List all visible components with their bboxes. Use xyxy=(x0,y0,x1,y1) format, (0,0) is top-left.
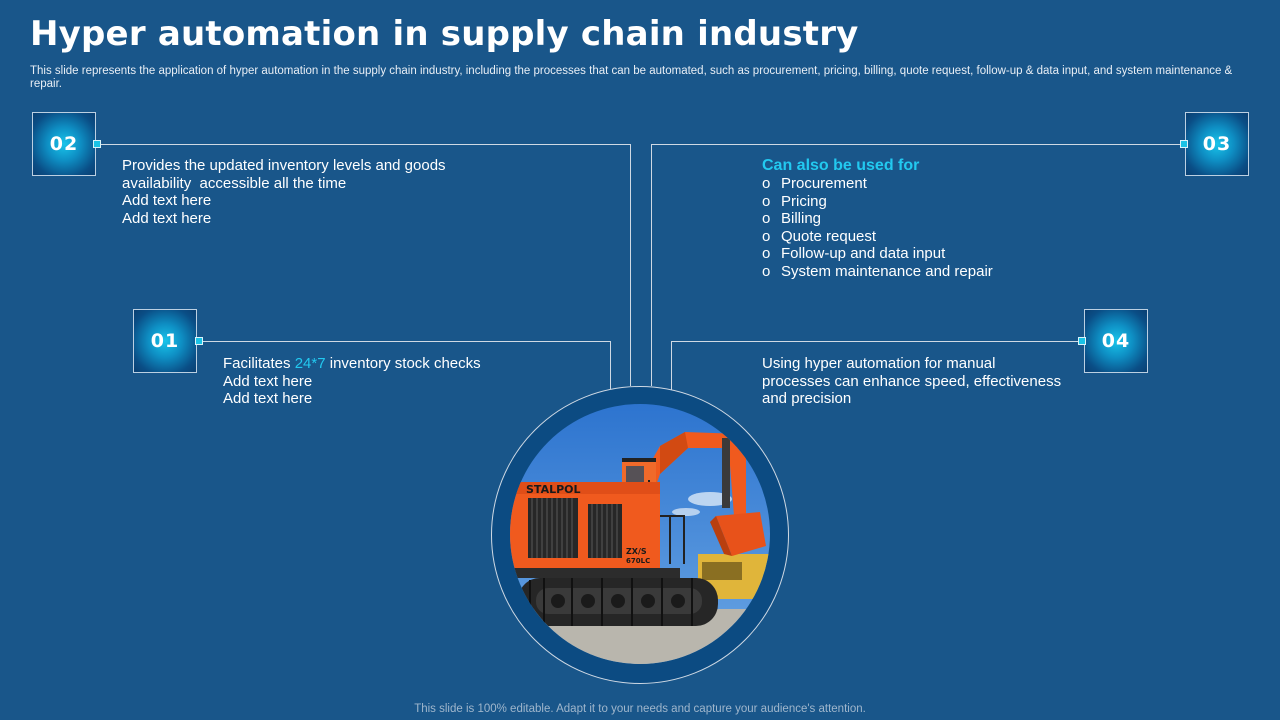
bullet-icon: o xyxy=(762,210,771,228)
badge-02-number: 02 xyxy=(49,133,79,155)
svg-text:670LC: 670LC xyxy=(626,557,650,565)
text-block-01: Facilitates 24*7 inventory stock checks … xyxy=(223,355,603,408)
connector-node-02 xyxy=(93,140,101,148)
text-03-heading: Can also be used for xyxy=(762,157,920,174)
badge-03-number: 03 xyxy=(1202,133,1232,155)
badge-03: 03 xyxy=(1185,112,1249,176)
text-02-line-2: availability accessible all the time xyxy=(122,174,347,192)
text-02-line-1: Provides the updated inventory levels an… xyxy=(122,157,446,174)
slide-title: Hyper automation in supply chain industr… xyxy=(30,14,859,54)
text-04-line-1: Using hyper automation for manual xyxy=(762,355,996,372)
text-block-04: Using hyper automation for manual proces… xyxy=(762,355,1082,408)
connector-03-vertical xyxy=(651,144,652,386)
text-block-02: Provides the updated inventory levels an… xyxy=(122,157,562,227)
slide-footer: This slide is 100% editable. Adapt it to… xyxy=(414,703,866,715)
svg-text:ZX/S: ZX/S xyxy=(626,547,647,556)
connector-03-horizontal xyxy=(651,144,1183,145)
text-02-line-4: Add text here xyxy=(122,209,212,227)
svg-text:STALPOL: STALPOL xyxy=(526,483,581,496)
bullet-icon: o xyxy=(762,262,771,280)
text-04-line-3: and precision xyxy=(762,390,852,408)
connector-02-vertical xyxy=(630,144,631,386)
connector-node-01 xyxy=(195,337,203,345)
connector-node-03 xyxy=(1180,140,1188,148)
badge-04-number: 04 xyxy=(1101,330,1131,352)
bullet-icon: o xyxy=(762,245,771,263)
text-01-line-3: Add text here xyxy=(223,390,313,408)
badge-02: 02 xyxy=(32,112,96,176)
text-01-line-2: Add text here xyxy=(223,372,313,390)
badge-01-number: 01 xyxy=(150,330,180,352)
connector-01-horizontal xyxy=(202,341,611,342)
excavator-illustration: STALPOL ZX/S 670LC xyxy=(510,404,770,664)
text-01-line-1: Facilitates 24*7 inventory stock checks xyxy=(223,355,481,372)
bullet-icon: o xyxy=(762,175,771,192)
slide-subtitle: This slide represents the application of… xyxy=(30,65,1233,90)
connector-node-04 xyxy=(1078,337,1086,345)
connector-04-horizontal xyxy=(671,341,1081,342)
text-02-line-3: Add text here xyxy=(122,192,212,210)
badge-04: 04 xyxy=(1084,309,1148,373)
connector-04-vertical xyxy=(671,341,672,391)
connector-01-vertical xyxy=(610,341,611,391)
bullet-icon: o xyxy=(762,227,771,245)
text-04-line-2: processes can enhance speed, effectivene… xyxy=(762,372,1062,390)
bullet-icon: o xyxy=(762,192,771,210)
excavator-image: STALPOL ZX/S 670LC xyxy=(510,404,770,664)
badge-01: 01 xyxy=(133,309,197,373)
connector-02-horizontal xyxy=(100,144,631,145)
highlight-24x7: 24*7 xyxy=(294,355,326,372)
